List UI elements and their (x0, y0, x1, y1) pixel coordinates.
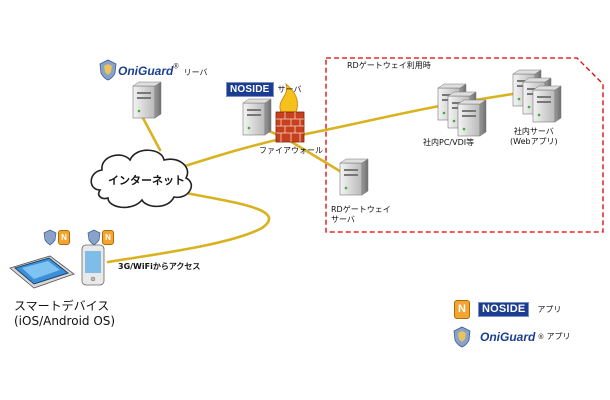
link-oniguard-internet (141, 116, 162, 152)
smartphone-icon (81, 244, 105, 286)
internet-cloud-icon (90, 149, 192, 209)
link-firewall-rdgw (283, 136, 350, 178)
noside-app-badge-icon: N (454, 300, 470, 319)
rd-gateway-label-line1: RDゲートウェイ (331, 205, 391, 214)
intranet-server-label: 社内サーバ (Webアプリ) (510, 127, 558, 147)
legend-oniguard-app: OniGuard® アプリ (480, 330, 571, 344)
link-firewall-main (283, 103, 447, 140)
noside-server-icon (242, 98, 272, 136)
link-internet-mobile (106, 183, 271, 264)
rd-gateway-label: RDゲートウェイ サーバ (331, 205, 391, 225)
legend-oniguard-shield-icon (453, 326, 471, 348)
noside-server-label: NOSIDE サーバ (226, 82, 301, 97)
smart-devices-label: スマートデバイス (iOS/Android OS) (14, 299, 115, 329)
smart-devices-label-line1: スマートデバイス (14, 299, 110, 313)
rd-group-label: RDゲートウェイ利用時 (347, 61, 431, 70)
tablet-noside-badge-icon: N (58, 230, 70, 245)
phone-oniguard-shield-icon (87, 229, 101, 246)
firewall-label: ファイアウォール (259, 146, 323, 155)
pc-vdi-servers-icon (437, 83, 487, 137)
pc-vdi-label: 社内PC/VDI等 (423, 138, 475, 147)
oniguard-shield-icon (99, 59, 117, 81)
intranet-server-label-line1: 社内サーバ (513, 127, 554, 136)
internet-label: インターネット (108, 174, 185, 187)
tablet-icon (9, 255, 75, 289)
legend-noside-brand: NOSIDE (478, 302, 530, 317)
legend-oniguard-suffix: アプリ (546, 332, 571, 341)
rd-gateway-server-icon (339, 158, 369, 196)
legend-oniguard-brand: OniGuard (480, 330, 536, 344)
oniguard-brand: OniGuard (118, 64, 174, 78)
intranet-servers-icon (512, 69, 562, 123)
legend-noside-app: N NOSIDE アプリ (454, 300, 561, 319)
oniguard-server-label: OniGuard® リーバ (118, 63, 208, 78)
legend-noside-suffix: アプリ (537, 304, 562, 314)
tablet-oniguard-shield-icon (43, 229, 57, 246)
access-label: 3G/WiFiからアクセス (118, 262, 201, 271)
intranet-server-label-line2: (Webアプリ) (510, 137, 558, 146)
rd-gateway-label-line2: サーバ (331, 215, 355, 224)
phone-noside-badge-icon: N (102, 230, 114, 245)
oniguard-server-text: リーバ (183, 68, 208, 77)
firewall-icon (275, 82, 305, 143)
noside-brand: NOSIDE (226, 82, 274, 97)
oniguard-server-icon (132, 81, 162, 119)
noside-server-text: サーバ (277, 84, 302, 94)
smart-devices-label-line2: (iOS/Android OS) (14, 314, 116, 328)
rd-group-border (325, 57, 604, 233)
